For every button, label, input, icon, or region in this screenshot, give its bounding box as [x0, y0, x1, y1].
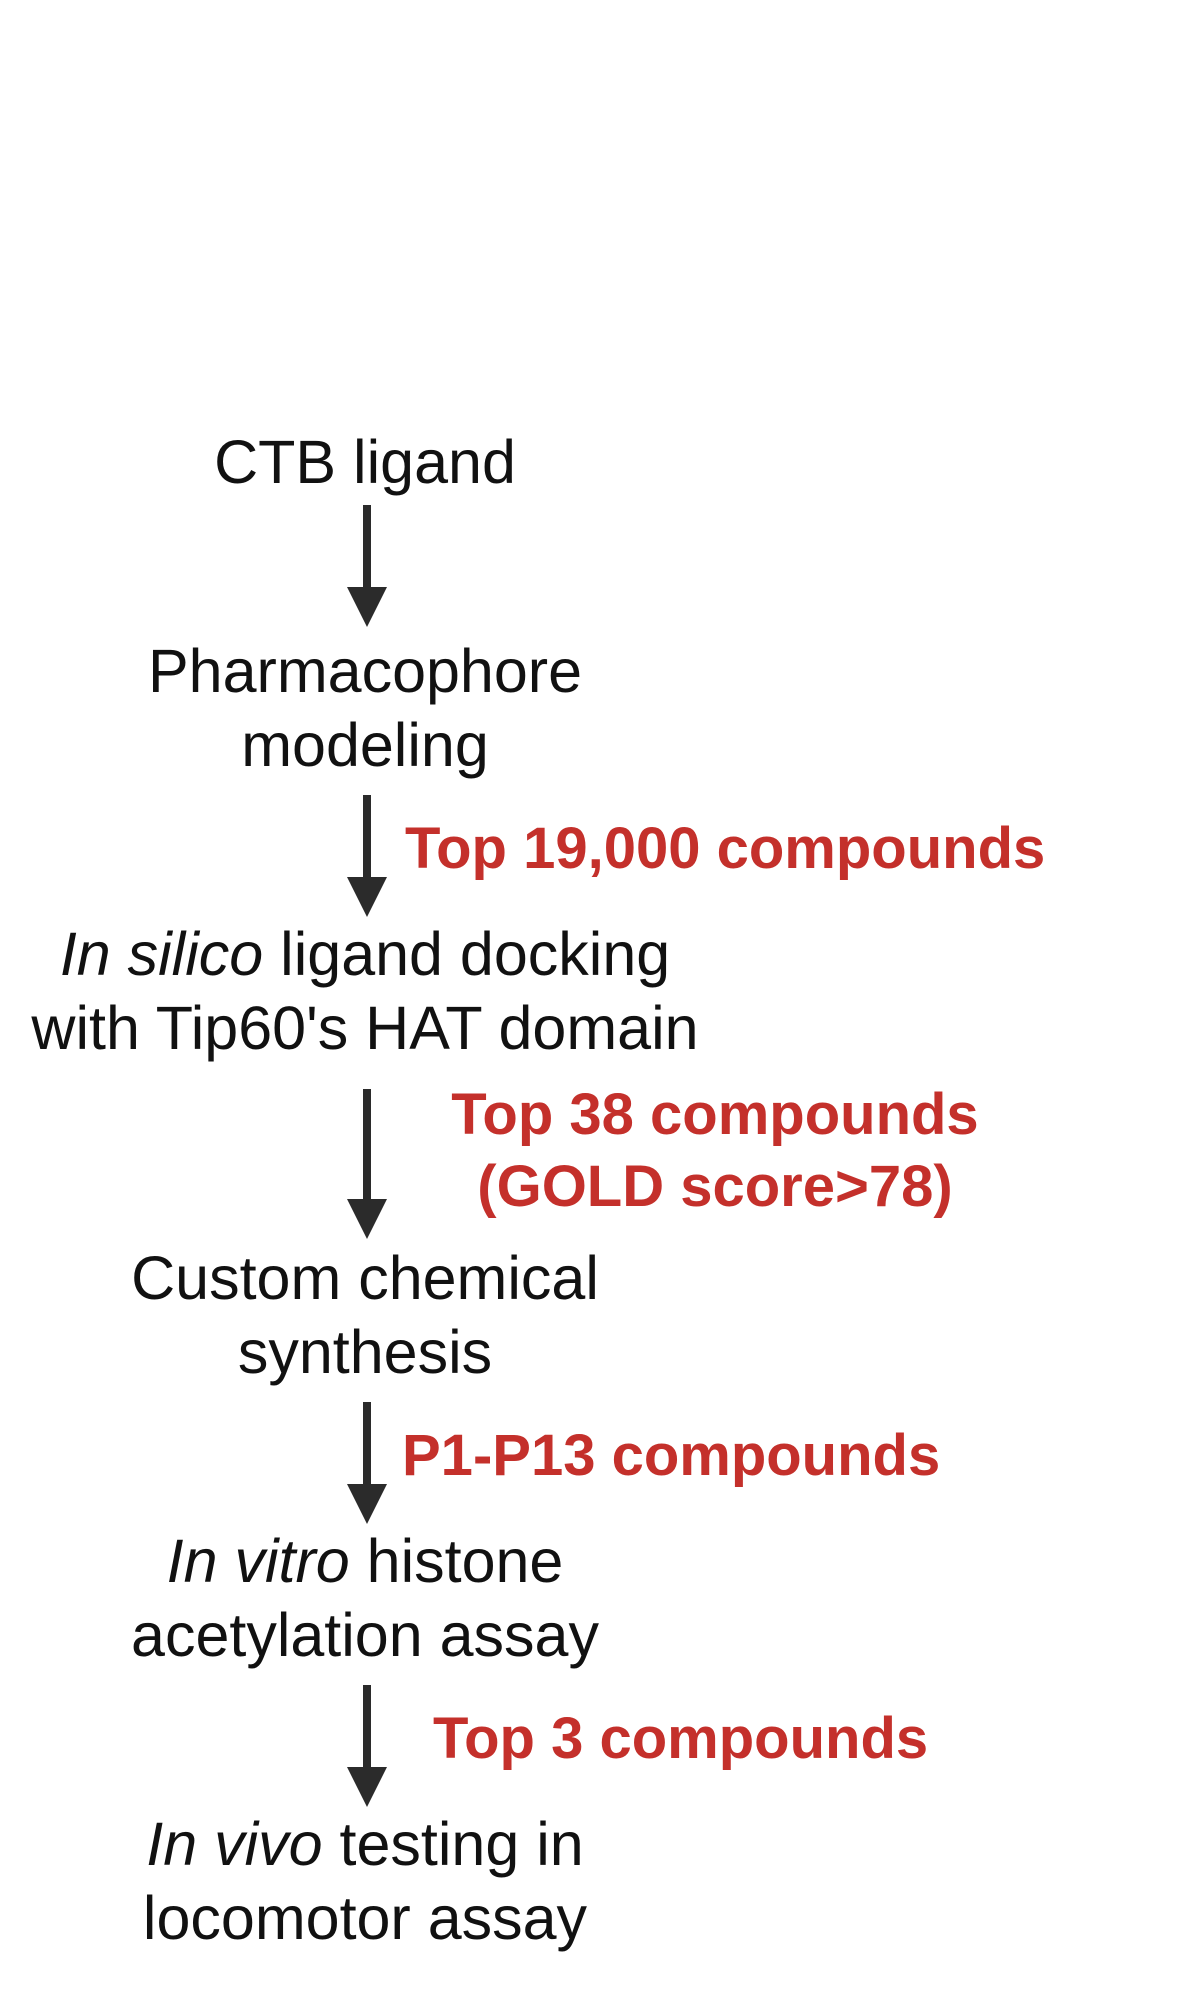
step-pharmacophore-modeling: Pharmacophore modeling — [0, 634, 730, 782]
down-arrow-icon — [347, 795, 387, 917]
step-in-vivo-testing: In vivo testing in locomotor assay — [0, 1807, 730, 1955]
step-line: CTB ligand — [214, 428, 516, 496]
step-line: modeling — [241, 711, 489, 779]
filter-label-top-19000: Top 19,000 compounds — [405, 816, 1046, 881]
step-in-vitro-assay: In vitro histone acetylation assay — [0, 1524, 730, 1672]
step-line: Pharmacophore — [147, 637, 583, 705]
step-line: locomotor assay — [142, 1884, 588, 1952]
step-custom-synthesis: Custom chemical synthesis — [0, 1241, 730, 1389]
step-line: synthesis — [237, 1318, 493, 1386]
down-arrow-icon — [347, 1089, 387, 1239]
step-line: In vivo testing in — [146, 1810, 584, 1878]
down-arrow-icon — [347, 1402, 387, 1524]
down-arrow-icon — [347, 1685, 387, 1807]
filter-label-top-38: Top 38 compounds (GOLD score>78) — [451, 1082, 979, 1219]
step-line: Custom chemical — [131, 1244, 599, 1312]
step-line: with Tip60's HAT domain — [31, 994, 699, 1062]
down-arrow-icon — [347, 505, 387, 627]
filter-label-top-3: Top 3 compounds — [433, 1706, 929, 1771]
step-ctb-ligand: CTB ligand — [0, 425, 730, 499]
step-line: In silico ligand docking — [59, 920, 671, 988]
step-line: acetylation assay — [131, 1601, 599, 1669]
step-line: In vitro histone — [166, 1527, 564, 1595]
step-in-silico-docking: In silico ligand docking with Tip60's HA… — [0, 917, 730, 1065]
filter-label-p1-p13: P1-P13 compounds — [402, 1423, 941, 1488]
